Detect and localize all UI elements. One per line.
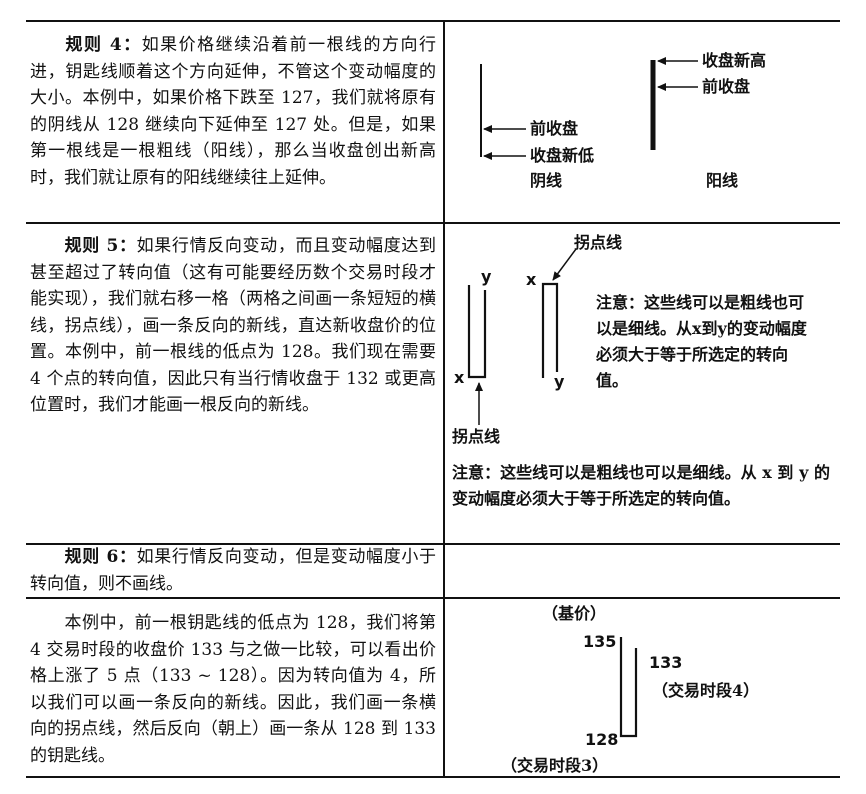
- label-y-left: y: [481, 267, 492, 286]
- label-turn-line-top: 拐点线: [574, 233, 623, 252]
- label-yang-line: 阳线: [706, 171, 739, 190]
- label-base-price: （基价）: [542, 604, 607, 623]
- table-divider-row1: [26, 222, 840, 224]
- label-new-high-close: 收盘新高: [702, 51, 767, 70]
- table-top-border: [26, 20, 840, 22]
- label-yin-line: 阴线: [530, 171, 563, 190]
- reversal-up-down: [541, 282, 559, 378]
- rule-4-lead: 规则 4：: [64, 35, 142, 55]
- table-divider-row2: [26, 543, 840, 545]
- label-period-4: （交易时段4）: [652, 681, 760, 700]
- label-new-low-close: 收盘新低: [530, 146, 595, 165]
- note-side: 注意：这些线可以是粗线也可以是细线。从x到y的变动幅度必须大于等于所选定的转向值…: [596, 293, 807, 390]
- rule-5-text: 规则 5：如果行情反向变动，而且变动幅度达到甚至超过了转向值（这有可能要经历数个…: [30, 233, 436, 419]
- label-133: 133: [649, 653, 683, 672]
- rule-6-lead: 规则 6：: [64, 547, 137, 567]
- note-bottom: 注意：这些线可以是粗线也可以是细线。从 x 到 y 的变动幅度必须大于等于所选定…: [452, 460, 830, 512]
- table-column-divider: [443, 20, 445, 778]
- table-divider-row3: [26, 597, 840, 599]
- note-bottom-body: 这些线可以是粗线也可以是细线。从 x 到 y 的变动幅度必须大于等于所选定的转向…: [452, 463, 830, 508]
- rule-6-text: 规则 6：如果行情反向变动，但是变动幅度小于转向值，则不画线。: [30, 544, 436, 597]
- label-x-right: x: [526, 270, 537, 289]
- rule-6-body: 如果行情反向变动，但是变动幅度小于转向值，则不画线。: [30, 547, 437, 594]
- label-x-left: x: [454, 368, 465, 387]
- table-bottom-border: [26, 776, 840, 778]
- label-turn-line-bottom: 拐点线: [452, 427, 501, 446]
- note-bottom-lead: 注意：: [452, 463, 501, 482]
- reversal-down-up: [467, 285, 487, 379]
- label-period-3: （交易时段3）: [501, 756, 609, 775]
- label-y-right: y: [554, 372, 565, 391]
- label-128: 128: [585, 730, 619, 749]
- example-text: 本例中，前一根钥匙线的低点为 128，我们将第 4 交易时段的收盘价 133 与…: [30, 610, 436, 769]
- label-prev-close-left: 前收盘: [530, 119, 579, 138]
- rule-4-body: 如果价格继续沿着前一根线的方向行进，钥匙线顺着这个方向延伸，不管这个变动幅度的大…: [30, 35, 437, 188]
- arrow-turn-line-top: [552, 248, 577, 281]
- example-key-lines: [619, 637, 638, 738]
- rule-5-body: 如果行情反向变动，而且变动幅度达到甚至超过了转向值（这有可能要经历数个交易时段才…: [30, 236, 437, 415]
- rule-4-text: 规则 4：如果价格继续沿着前一根线的方向行进，钥匙线顺着这个方向延伸，不管这个变…: [30, 32, 436, 191]
- label-135: 135: [583, 632, 617, 651]
- rule-5-lead: 规则 5：: [64, 236, 137, 256]
- example-body: 本例中，前一根钥匙线的低点为 128，我们将第 4 交易时段的收盘价 133 与…: [30, 613, 436, 766]
- label-prev-close-right: 前收盘: [702, 77, 751, 96]
